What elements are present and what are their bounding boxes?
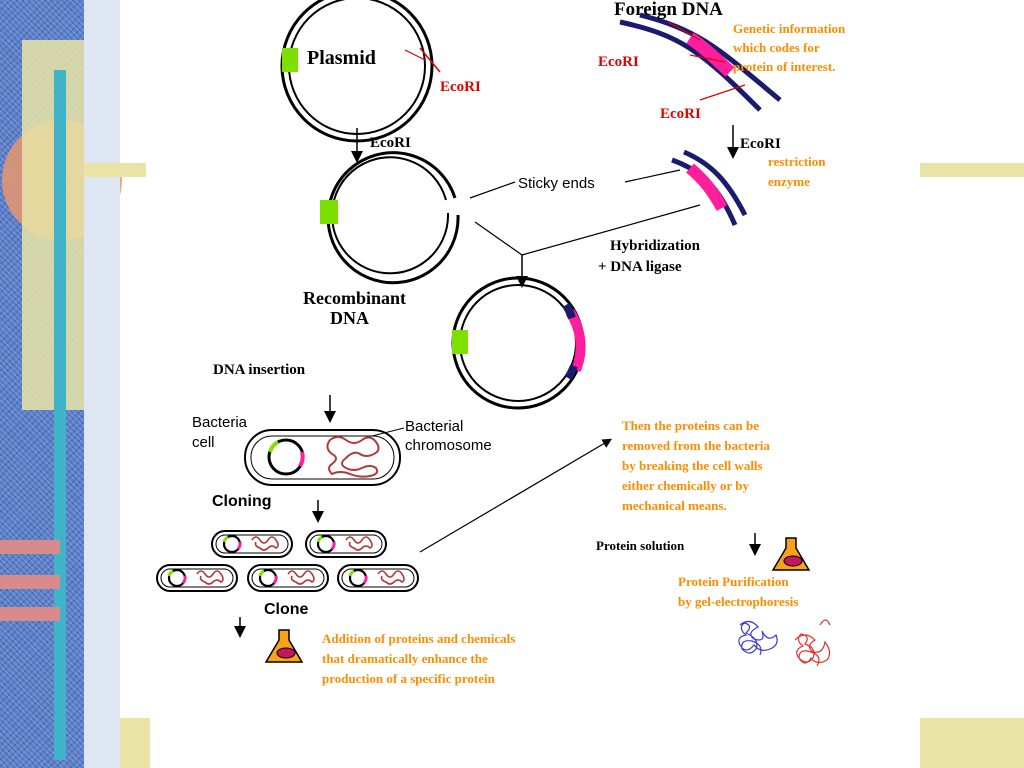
note-line: restriction bbox=[768, 154, 826, 169]
genetic-info-note: Genetic information which codes for prot… bbox=[733, 21, 846, 74]
plasmid-label: Plasmid bbox=[307, 47, 376, 69]
decorative-rose-line bbox=[0, 540, 60, 554]
chromosome-label: Bacterial bbox=[405, 418, 463, 435]
chromosome-label: chromosome bbox=[405, 437, 492, 454]
addition-note: Addition of proteins and chemicals that … bbox=[322, 631, 515, 686]
note-line: enzyme bbox=[768, 174, 810, 189]
dna-insertion-label: DNA insertion bbox=[213, 362, 306, 378]
note-line: mechanical means. bbox=[622, 498, 727, 513]
ecori-label: EcoRI bbox=[660, 106, 701, 122]
decorative-yellow-block-left bbox=[120, 718, 150, 768]
note-line: Then the proteins can be bbox=[622, 418, 759, 433]
ecori-arrow-label: EcoRI bbox=[740, 136, 781, 152]
note-line: Protein Purification bbox=[678, 574, 789, 589]
bacteria-cell-label: Bacteria bbox=[192, 414, 248, 431]
decorative-rose-line bbox=[0, 607, 60, 621]
ecori-label: EcoRI bbox=[440, 79, 481, 95]
note-line: Addition of proteins and chemicals bbox=[322, 631, 515, 646]
recombinant-dna-label: DNA bbox=[330, 308, 369, 328]
protein-purification-note: Protein Purification by gel-electrophore… bbox=[678, 574, 798, 609]
bacteria-cell bbox=[244, 427, 405, 486]
note-line: that dramatically enhance the bbox=[322, 651, 488, 666]
hybridization-label: Hybridization bbox=[610, 238, 701, 254]
cut-plasmid bbox=[320, 151, 460, 285]
restriction-enzyme-note: restriction enzyme bbox=[768, 154, 826, 189]
ecori-arrow-label: EcoRI bbox=[370, 135, 411, 151]
note-line: by breaking the cell walls bbox=[622, 458, 763, 473]
arrow-icon bbox=[419, 438, 613, 553]
note-line: removed from the bacteria bbox=[622, 438, 770, 453]
note-line: Genetic information bbox=[733, 21, 846, 36]
hybridization-label: + DNA ligase bbox=[598, 259, 682, 275]
proteins-removed-note: Then the proteins can be removed from th… bbox=[622, 418, 770, 513]
note-line: by gel-electrophoresis bbox=[678, 594, 798, 609]
foreign-dna-strand bbox=[619, 12, 782, 112]
decorative-yellow-tab-right bbox=[920, 163, 1024, 177]
recombinant-dna-label: Recombinant bbox=[303, 288, 406, 308]
clone-label: Clone bbox=[264, 601, 309, 618]
ecori-label: EcoRI bbox=[598, 54, 639, 70]
decorative-yellow-bar bbox=[22, 40, 84, 410]
note-line: either chemically or by bbox=[622, 478, 749, 493]
note-line: protein of interest. bbox=[733, 59, 835, 74]
decorative-yellow-tab-left bbox=[84, 163, 146, 177]
bacteria-cell-label: cell bbox=[192, 434, 215, 451]
dna-fragment bbox=[671, 149, 748, 226]
decorative-side-edge bbox=[84, 0, 120, 768]
scribble-icon bbox=[738, 619, 831, 667]
decorative-rose-line bbox=[0, 575, 60, 589]
note-line: which codes for bbox=[733, 40, 820, 55]
recombinant-dna-circle bbox=[451, 276, 586, 410]
protein-solution-label: Protein solution bbox=[596, 538, 685, 553]
note-line: production of a specific protein bbox=[322, 671, 496, 686]
foreign-dna-label: Foreign DNA bbox=[614, 0, 723, 20]
cloning-label: Cloning bbox=[212, 493, 272, 510]
decorative-yellow-block-right bbox=[920, 718, 1024, 768]
sticky-ends-label: Sticky ends bbox=[518, 175, 595, 192]
